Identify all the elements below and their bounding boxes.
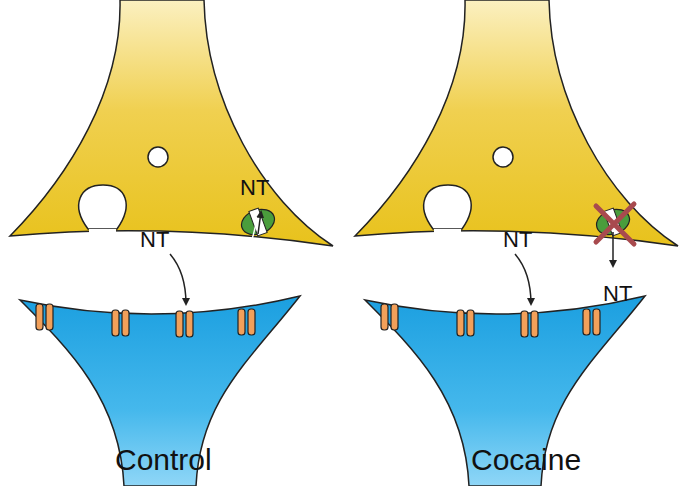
condition-label: Control (115, 445, 212, 475)
nt-label: NT (140, 229, 169, 251)
nt-label: NT (503, 229, 532, 251)
condition-label: Cocaine (471, 445, 581, 475)
nt-label: NT (240, 177, 269, 199)
nt-label: NT (603, 283, 632, 305)
